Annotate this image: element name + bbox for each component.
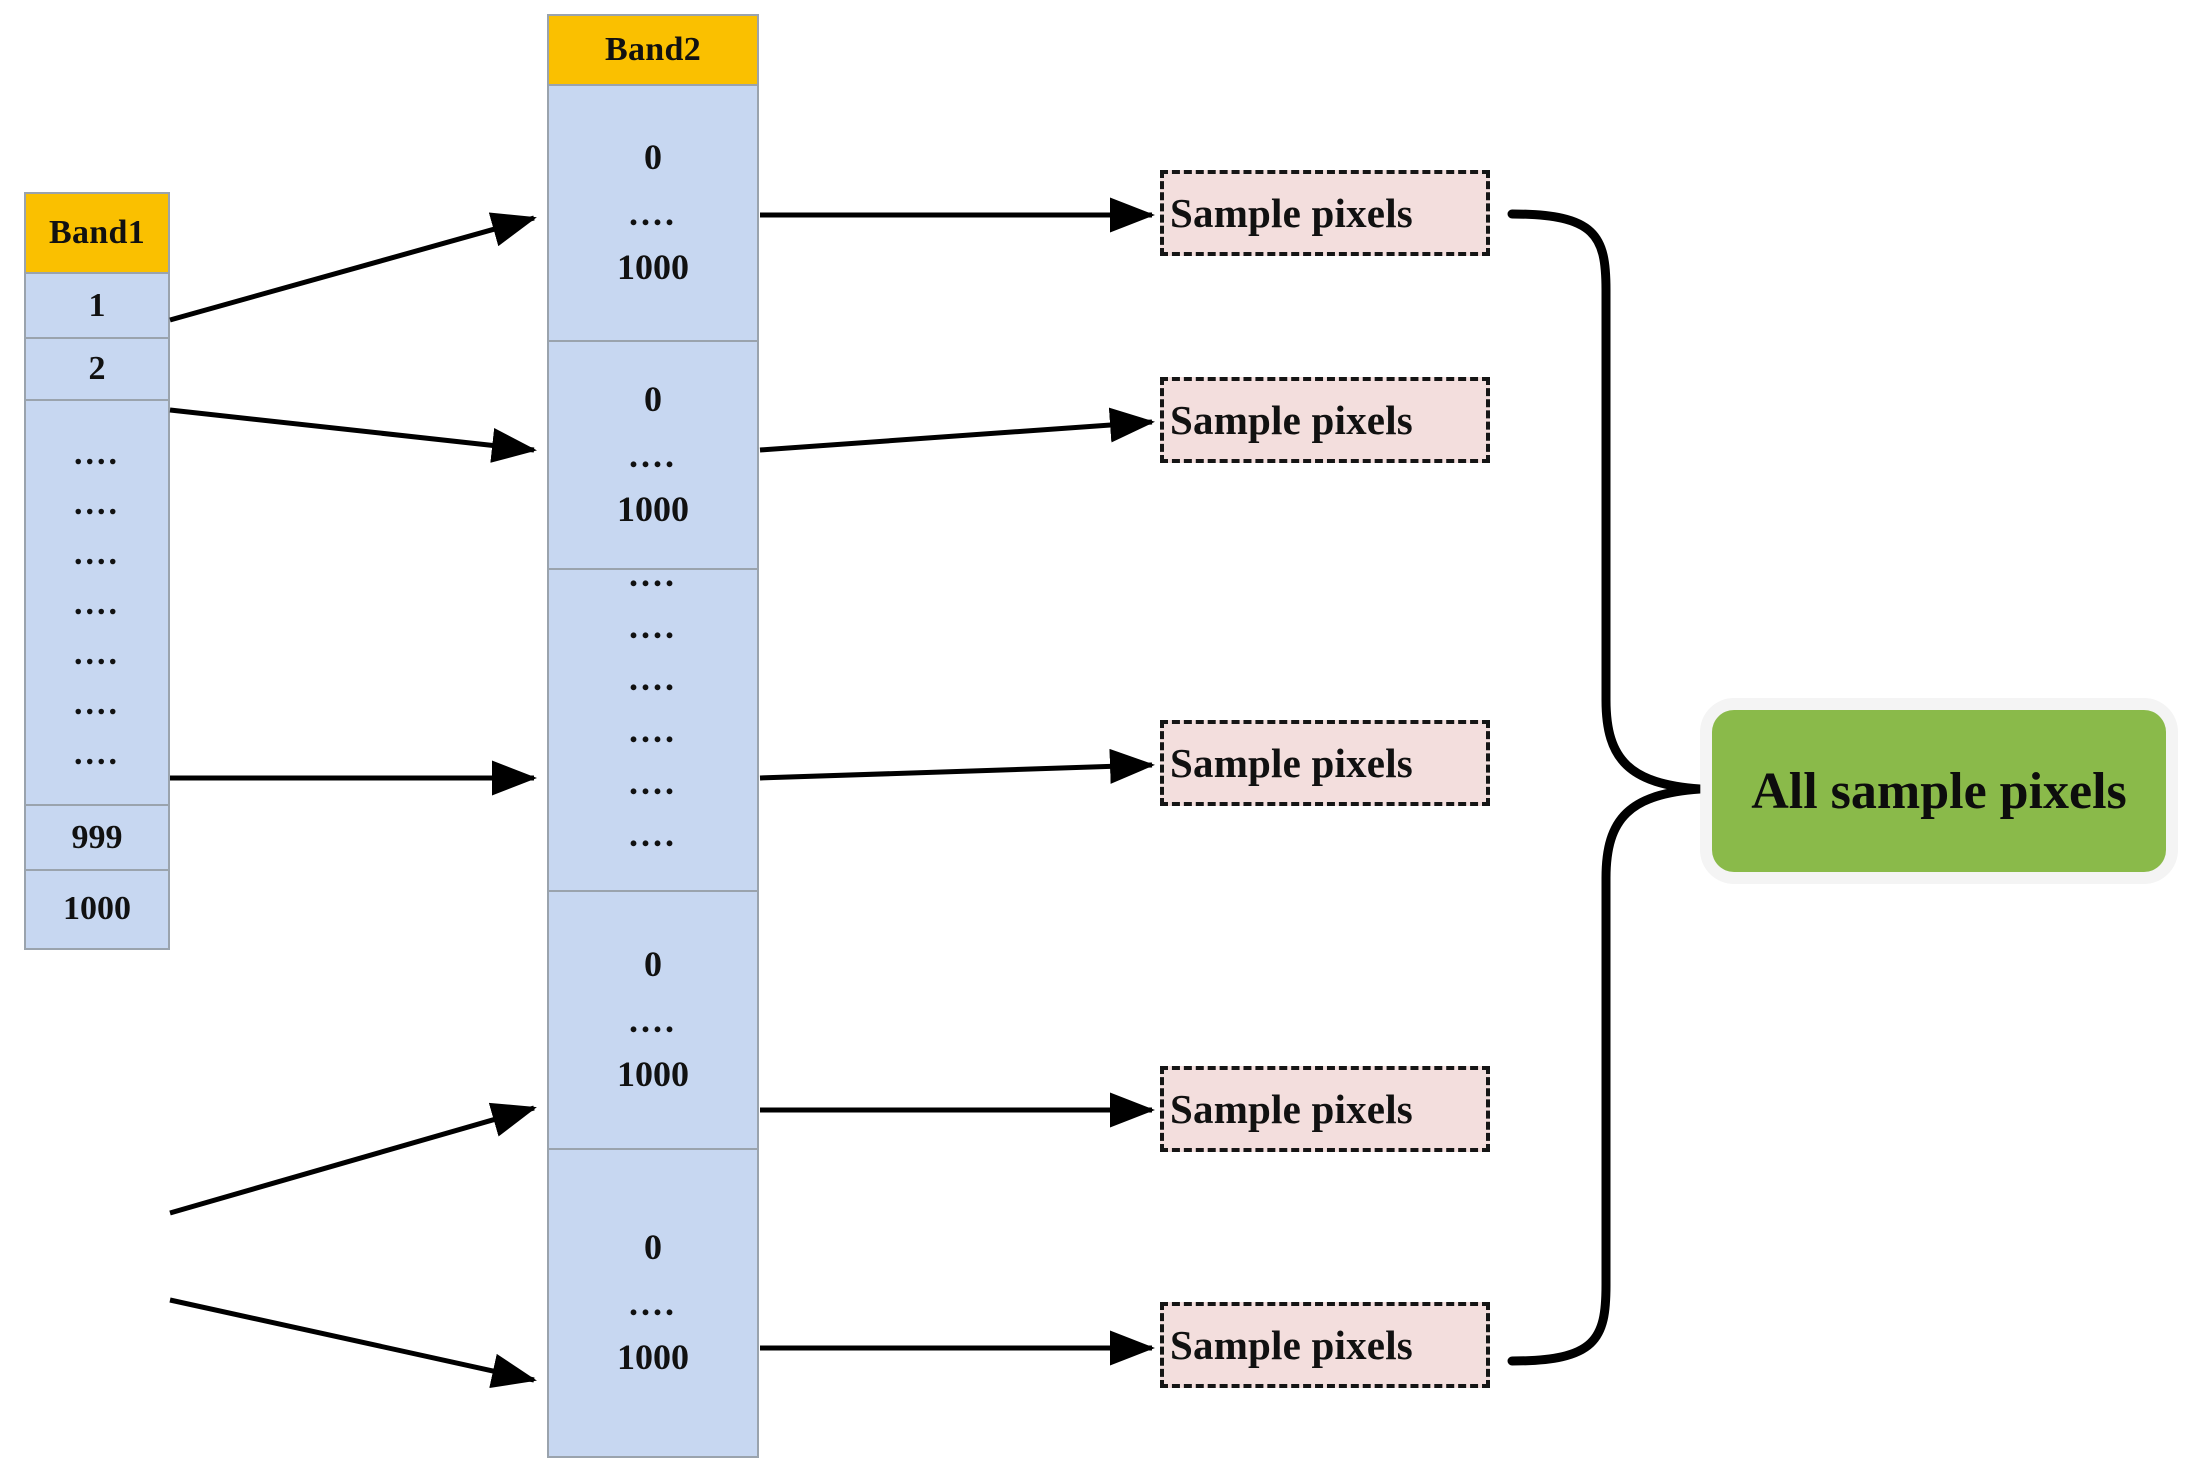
band2-cell-4: 0 .... 1000 <box>549 892 757 1150</box>
band1-dots-6: .... <box>74 685 120 722</box>
band2-ellipsis-dots-1: .... <box>629 570 677 594</box>
sample-pixels-label-3: Sample pixels <box>1170 740 1413 786</box>
sample-pixels-label-1: Sample pixels <box>1170 190 1413 236</box>
band1-dots-7: .... <box>74 735 120 772</box>
band2-column: Band2 0 .... 1000 0 .... 1000 .... .... … <box>547 14 759 1458</box>
band1-row-2: 2 <box>26 339 168 401</box>
band2-ellipsis-dots-4: .... <box>629 710 677 750</box>
arrow-band2-ellipsis-to-sample3 <box>759 748 1155 784</box>
sample-pixels-label-5: Sample pixels <box>1170 1322 1413 1368</box>
band1-dots-8: .... <box>74 785 120 806</box>
band1-row-1000: 1000 <box>26 871 168 946</box>
band2-ellipsis-dots-7: .... <box>629 866 677 892</box>
band1-column: Band1 1 2 .... .... .... .... .... .... … <box>24 192 170 950</box>
band1-dots-1: .... <box>74 435 120 472</box>
band2-cell-2-bottom: 1000 <box>617 489 689 529</box>
band2-cell-4-top: 0 <box>644 944 662 985</box>
grouping-brace <box>1507 209 1701 1366</box>
band2-cell-5-top: 0 <box>644 1227 662 1268</box>
band2-ellipsis-dots-2: .... <box>629 606 677 646</box>
band1-row-1-value: 1 <box>88 286 106 324</box>
band2-cell-1-bottom: 1000 <box>617 247 689 287</box>
band2-cell-4-middle: .... <box>629 1000 677 1040</box>
band1-row-1: 1 <box>26 274 168 339</box>
band2-ellipsis-dots-3: .... <box>629 658 677 698</box>
band2-header: Band2 <box>549 16 757 86</box>
band1-row-ellipsis: .... .... .... .... .... .... .... .... … <box>26 401 168 806</box>
sample-pixels-box-1: Sample pixels <box>1160 170 1490 256</box>
arrow-band1-row2-to-band2-cell2 <box>169 407 537 463</box>
band2-cell-2-middle: .... <box>629 435 677 475</box>
band2-ellipsis-dots-6: .... <box>629 814 677 854</box>
all-sample-pixels-box: All sample pixels <box>1712 710 2166 872</box>
band2-cell-1-middle: .... <box>629 193 677 233</box>
band1-row-999-value: 999 <box>71 818 123 856</box>
arrow-band1-row1000-to-band2-cell5 <box>169 1297 537 1389</box>
band2-cell-2-top: 0 <box>644 379 662 420</box>
band2-cell-5-bottom: 1000 <box>617 1337 689 1377</box>
sample-pixels-box-2: Sample pixels <box>1160 377 1490 463</box>
arrow-band1-row999-to-band2-cell4 <box>169 1102 537 1216</box>
band2-cell-1-top: 0 <box>644 137 662 178</box>
band1-dots-5: .... <box>74 635 120 672</box>
sample-pixels-label-2: Sample pixels <box>1170 397 1413 443</box>
all-sample-pixels-label: All sample pixels <box>1751 762 2127 820</box>
band2-cell-5: 0 .... 1000 <box>549 1150 757 1456</box>
sample-pixels-box-5: Sample pixels <box>1160 1302 1490 1388</box>
band1-row-1000-value: 1000 <box>63 889 131 927</box>
arrow-band2-cell2-to-sample2 <box>759 407 1155 453</box>
band2-cell-2: 0 .... 1000 <box>549 342 757 570</box>
band1-dots-2: .... <box>74 485 120 522</box>
band1-dots-3: .... <box>74 535 120 572</box>
band2-cell-1: 0 .... 1000 <box>549 86 757 342</box>
band1-header: Band1 <box>26 194 168 274</box>
band2-cell-5-middle: .... <box>629 1283 677 1323</box>
sample-pixels-box-3: Sample pixels <box>1160 720 1490 806</box>
band2-cell-ellipsis: .... .... .... .... .... .... .... <box>549 570 757 892</box>
band1-row-2-value: 2 <box>88 350 106 388</box>
band1-dots-4: .... <box>74 585 120 622</box>
band2-ellipsis-dots-5: .... <box>629 762 677 802</box>
band1-row-999: 999 <box>26 806 168 871</box>
sample-pixels-box-4: Sample pixels <box>1160 1066 1490 1152</box>
band2-cell-4-bottom: 1000 <box>617 1054 689 1094</box>
sample-pixels-label-4: Sample pixels <box>1170 1086 1413 1132</box>
arrow-band1-row1-to-band2-cell1 <box>169 212 537 323</box>
